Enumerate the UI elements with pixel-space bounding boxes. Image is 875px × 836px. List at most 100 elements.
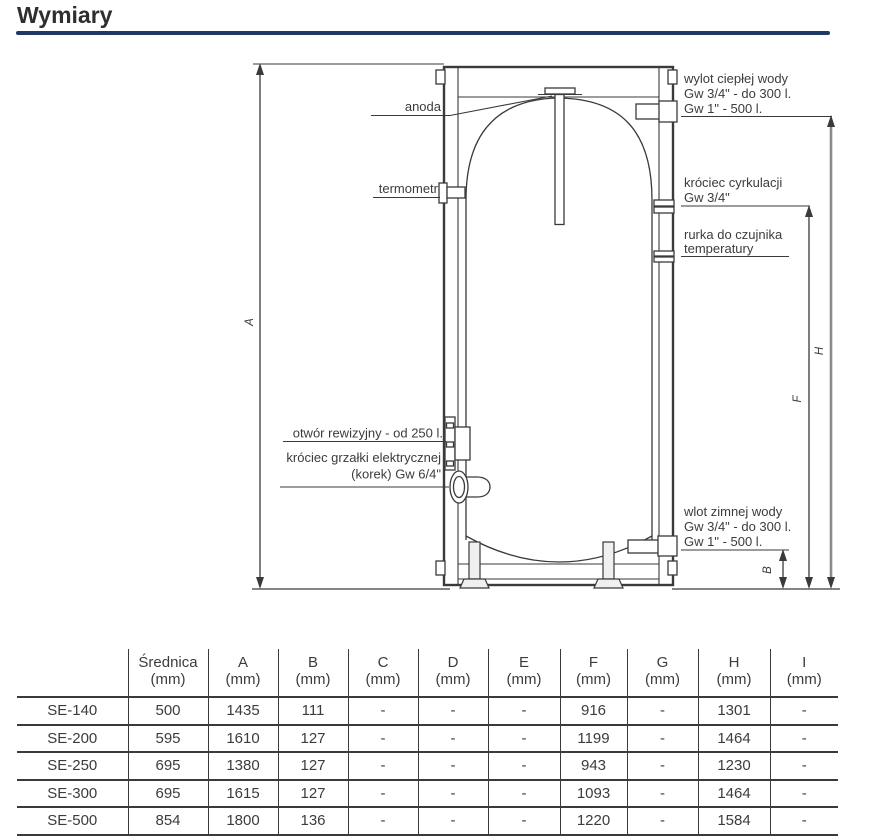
dimensions-table: Średnica(mm)A(mm)B(mm)C(mm)D(mm)E(mm)F(m… xyxy=(17,649,838,836)
label-wlot-line2: Gw 3/4" - do 300 l. xyxy=(684,519,791,534)
dimension-h: H xyxy=(814,115,835,589)
column-header: E(mm) xyxy=(487,649,560,697)
value-cell: - xyxy=(487,806,560,836)
value-cell: - xyxy=(487,778,560,807)
value-cell: 854 xyxy=(127,806,208,836)
value-cell: - xyxy=(417,751,488,780)
value-cell: - xyxy=(347,723,418,752)
value-cell: 1220 xyxy=(559,806,627,836)
value-cell: 1464 xyxy=(697,723,770,752)
value-cell: 1615 xyxy=(207,778,278,807)
temperature-sensor-fitting xyxy=(653,250,675,263)
value-cell: - xyxy=(487,751,560,780)
value-cell: - xyxy=(347,778,418,807)
dim-b-label: B xyxy=(762,566,774,574)
value-cell: 500 xyxy=(127,696,208,725)
value-cell: 111 xyxy=(277,696,348,725)
label-cyrkulacja-line2: Gw 3/4" xyxy=(684,190,730,205)
value-cell: 1301 xyxy=(697,696,770,725)
table-header: Średnica(mm)A(mm)B(mm)C(mm)D(mm)E(mm)F(m… xyxy=(17,649,838,697)
label-wylot-line3: Gw 1" - 500 l. xyxy=(684,101,762,116)
value-cell: - xyxy=(626,806,698,836)
value-cell: 1093 xyxy=(559,778,627,807)
value-cell: - xyxy=(769,778,838,807)
value-cell: 595 xyxy=(127,723,208,752)
value-cell: - xyxy=(769,751,838,780)
model-cell: SE-500 xyxy=(17,806,128,836)
value-cell: - xyxy=(347,751,418,780)
leader-lines-right xyxy=(681,115,832,551)
column-header: C(mm) xyxy=(347,649,418,697)
value-cell: - xyxy=(417,778,488,807)
circulation-fitting xyxy=(653,199,675,214)
label-rurka-line2: temperatury xyxy=(684,241,754,256)
leader-lines-left xyxy=(280,95,553,488)
label-wlot-line3: Gw 1" - 500 l. xyxy=(684,534,762,549)
value-cell: 695 xyxy=(127,778,208,807)
tank-dimension-drawing: A xyxy=(244,63,840,590)
label-grzalka-line1: króciec grzałki elektrycznej xyxy=(286,450,441,465)
value-cell: - xyxy=(417,806,488,836)
value-cell: - xyxy=(347,696,418,725)
value-cell: - xyxy=(626,723,698,752)
column-header: F(mm) xyxy=(559,649,627,697)
column-header: D(mm) xyxy=(417,649,488,697)
label-termometr: termometr xyxy=(379,181,439,196)
dimension-b: B xyxy=(762,549,787,589)
value-cell: - xyxy=(487,723,560,752)
dim-h-label: H xyxy=(814,346,826,355)
column-header xyxy=(17,649,128,697)
label-wylot-line2: Gw 3/4" - do 300 l. xyxy=(684,86,791,101)
dimension-a: A xyxy=(244,63,444,589)
inspection-opening-fitting xyxy=(444,416,471,471)
page-title: Wymiary xyxy=(17,2,113,28)
value-cell: - xyxy=(769,723,838,752)
column-header: B(mm) xyxy=(277,649,348,697)
value-cell: 1435 xyxy=(207,696,278,725)
label-otwor-rewizyjny: otwór rewizyjny - od 250 l. xyxy=(293,426,443,441)
value-cell: - xyxy=(769,696,838,725)
cold-water-inlet-fitting xyxy=(627,535,678,557)
anode-rod xyxy=(538,87,582,226)
value-cell: - xyxy=(347,806,418,836)
table-header-row: Średnica(mm)A(mm)B(mm)C(mm)D(mm)E(mm)F(m… xyxy=(17,649,838,697)
value-cell: 127 xyxy=(277,778,348,807)
model-cell: SE-300 xyxy=(17,778,128,807)
dimensions-table-container: Średnica(mm)A(mm)B(mm)C(mm)D(mm)E(mm)F(m… xyxy=(17,649,838,836)
label-wlot-line1: wlot zimnej wody xyxy=(683,504,783,519)
value-cell: - xyxy=(626,751,698,780)
value-cell: - xyxy=(487,696,560,725)
value-cell: - xyxy=(417,696,488,725)
value-cell: - xyxy=(626,778,698,807)
value-cell: 1230 xyxy=(697,751,770,780)
value-cell: - xyxy=(769,806,838,836)
value-cell: 1380 xyxy=(207,751,278,780)
value-cell: 127 xyxy=(277,723,348,752)
model-cell: SE-200 xyxy=(17,723,128,752)
label-rurka-line1: rurka do czujnika xyxy=(684,227,783,242)
dim-f-label: F xyxy=(792,395,804,403)
value-cell: 1800 xyxy=(207,806,278,836)
column-header: Średnica(mm) xyxy=(127,649,208,697)
label-anoda: anoda xyxy=(405,99,442,114)
value-cell: 916 xyxy=(559,696,627,725)
value-cell: 1199 xyxy=(559,723,627,752)
model-cell: SE-250 xyxy=(17,751,128,780)
column-header: G(mm) xyxy=(626,649,698,697)
value-cell: 1464 xyxy=(697,778,770,807)
value-cell: 136 xyxy=(277,806,348,836)
hot-water-outlet-fitting xyxy=(635,100,678,123)
value-cell: - xyxy=(626,696,698,725)
tank-legs xyxy=(459,541,624,589)
dimension-f: F xyxy=(792,205,813,589)
column-header: H(mm) xyxy=(697,649,770,697)
value-cell: 1584 xyxy=(697,806,770,836)
dim-a-label: A xyxy=(244,318,256,327)
electric-heater-fitting xyxy=(449,470,491,504)
value-cell: 1610 xyxy=(207,723,278,752)
